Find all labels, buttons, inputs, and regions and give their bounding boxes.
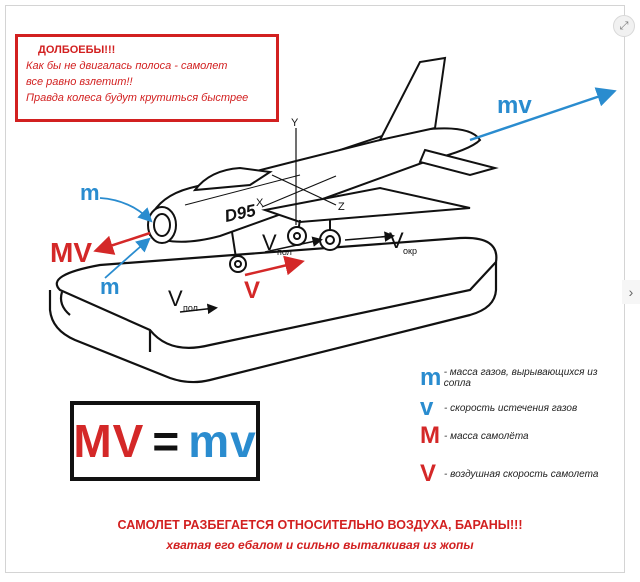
thrust-arrow: [93, 231, 151, 255]
legend-item-v-gas: v - скорость истечения газов: [420, 396, 577, 420]
mv-out-label: mv: [497, 92, 532, 119]
next-image-button[interactable]: ›: [622, 280, 640, 304]
bottom-caption-line-1: САМОЛЕТ РАЗБЕГАЕТСЯ ОТНОСИТЕЛЬНО ВОЗДУХА…: [117, 518, 523, 532]
V-red-label: V: [244, 277, 260, 304]
legend-text: - масса самолёта: [444, 430, 529, 442]
legend-symbol: M: [420, 422, 440, 449]
m-bottom-label: m: [100, 274, 120, 299]
wing-front: [261, 186, 471, 224]
axis-z-label: Z: [338, 201, 345, 213]
axes: [261, 128, 337, 225]
axis-x-label: X: [256, 197, 264, 209]
legend-symbol: m: [420, 364, 442, 391]
legend-symbol: v: [420, 394, 434, 421]
MV-red-label: MV: [50, 237, 92, 268]
expand-icon: ⤢: [619, 19, 629, 32]
expand-button[interactable]: ⤢: [613, 15, 635, 37]
vokr-sub: окр: [403, 246, 417, 256]
legend-text: - скорость истечения газов: [444, 402, 578, 414]
vpol-belt-label: V: [168, 286, 183, 311]
warning-title: ДОЛБОЕБЫ!!!: [38, 44, 116, 56]
legend-item-m-gas: m - масса газов, вырывающихся из сопла: [420, 366, 625, 390]
axis-y-label: Y: [291, 117, 299, 129]
warning-line-2: все равно взлетит!!: [26, 76, 133, 88]
horizontal-tail: [418, 148, 499, 177]
formula-rhs: mv: [188, 415, 257, 467]
vpol-plane-sub: пол: [277, 247, 292, 257]
vpol-belt-sub: пол: [183, 303, 198, 313]
legend-text: - воздушная скорость самолета: [444, 468, 599, 480]
vertical-tail: [378, 56, 447, 142]
bottom-caption-line-2: хватая его ебалом и сильно выталкивая из…: [166, 538, 474, 552]
conveyor-belt: [48, 236, 498, 384]
formula-lhs: MV: [73, 415, 145, 467]
vpol-belt-arrow: [179, 303, 218, 315]
formula-equals: =: [152, 415, 181, 467]
warning-box: ДОЛБОЕБЫ!!! Как бы не двигалась полоса -…: [15, 34, 279, 122]
vokr-label: V: [389, 228, 404, 253]
legend-item-V-plane: V - воздушная скорость самолета: [420, 462, 598, 486]
intake-flow-bottom: [104, 237, 151, 279]
vpol-plane-label: V: [262, 230, 277, 255]
legend-item-M-plane: M - масса самолёта: [420, 424, 529, 448]
chevron-right-icon: ›: [628, 284, 634, 300]
landing-gear: [229, 219, 341, 273]
vokr-arrow: [344, 231, 395, 242]
warning-line-3: Правда колеса будут крутиться быстрее: [26, 92, 249, 104]
intake-flow-top: [99, 197, 153, 223]
m-top-label: m: [80, 180, 100, 205]
exhaust-arrow: [469, 87, 617, 142]
formula-box: MV = mv: [70, 401, 260, 481]
legend-text: - масса газов, вырывающихся из сопла: [443, 367, 598, 389]
airspeed-arrow: [244, 255, 305, 277]
warning-line-1: Как бы не двигалась полоса - самолет: [26, 60, 228, 72]
legend-symbol: V: [420, 460, 437, 487]
vpol-plane-arrow: [264, 236, 323, 253]
